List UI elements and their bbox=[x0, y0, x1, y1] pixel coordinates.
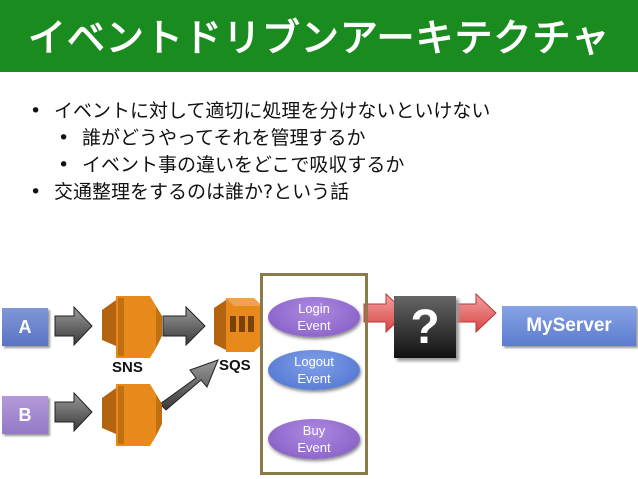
slide-title: イベントドリブンアーキテクチャ bbox=[27, 16, 611, 60]
sqs-icon bbox=[214, 298, 262, 352]
bullet-item: • 誰がどうやってそれを管理するか bbox=[58, 125, 490, 152]
event-label-line2: Event bbox=[297, 371, 331, 386]
source-b-box: B bbox=[2, 396, 48, 434]
sns-icon bbox=[102, 296, 162, 358]
login-event-node: Login Event bbox=[268, 297, 360, 337]
arrow-question-to-server-icon bbox=[455, 292, 497, 334]
title-bar: イベントドリブンアーキテクチャ bbox=[0, 0, 638, 72]
logout-event-node: Logout Event bbox=[268, 350, 360, 390]
arrow-a-to-sns-icon bbox=[54, 305, 93, 347]
bullet-dot: • bbox=[58, 154, 70, 176]
bullet-dot: • bbox=[58, 127, 70, 149]
unknown-router-box: ? bbox=[394, 296, 456, 358]
sns-icon bbox=[102, 384, 162, 446]
arrow-b-to-sns-icon bbox=[54, 391, 93, 433]
arrow-sns-to-sqs-icon bbox=[162, 305, 206, 347]
arrow-sns2-to-sqs-icon bbox=[159, 359, 219, 411]
event-label-line1: Buy bbox=[302, 423, 326, 438]
bullet-item: • イベント事の違いをどこで吸収するか bbox=[58, 152, 490, 179]
bullet-text: イベント事の違いをどこで吸収するか bbox=[82, 154, 405, 176]
bullet-dot: • bbox=[30, 100, 42, 122]
bullet-item: • 交通整理をするのは誰か?という話 bbox=[30, 179, 490, 206]
bullet-text: 交通整理をするのは誰か?という話 bbox=[54, 181, 350, 203]
sns-label: SNS bbox=[112, 359, 143, 376]
event-label-line1: Logout bbox=[294, 354, 334, 369]
myserver-box: MyServer bbox=[502, 306, 636, 346]
bullet-dot: • bbox=[30, 181, 42, 203]
event-label-line2: Event bbox=[297, 318, 331, 333]
sqs-label: SQS bbox=[219, 357, 251, 374]
bullet-text: イベントに対して適切に処理を分けないといけない bbox=[54, 100, 491, 122]
buy-event-node: Buy Event bbox=[268, 419, 360, 459]
event-label-line1: Login bbox=[298, 301, 330, 316]
event-queue-frame bbox=[260, 273, 368, 475]
source-a-box: A bbox=[2, 308, 48, 346]
bullet-text: 誰がどうやってそれを管理するか bbox=[82, 127, 366, 149]
event-label-line2: Event bbox=[297, 440, 331, 455]
bullet-item: • イベントに対して適切に処理を分けないといけない bbox=[30, 98, 490, 125]
bullet-list: • イベントに対して適切に処理を分けないといけない • 誰がどうやってそれを管理する… bbox=[30, 98, 490, 206]
